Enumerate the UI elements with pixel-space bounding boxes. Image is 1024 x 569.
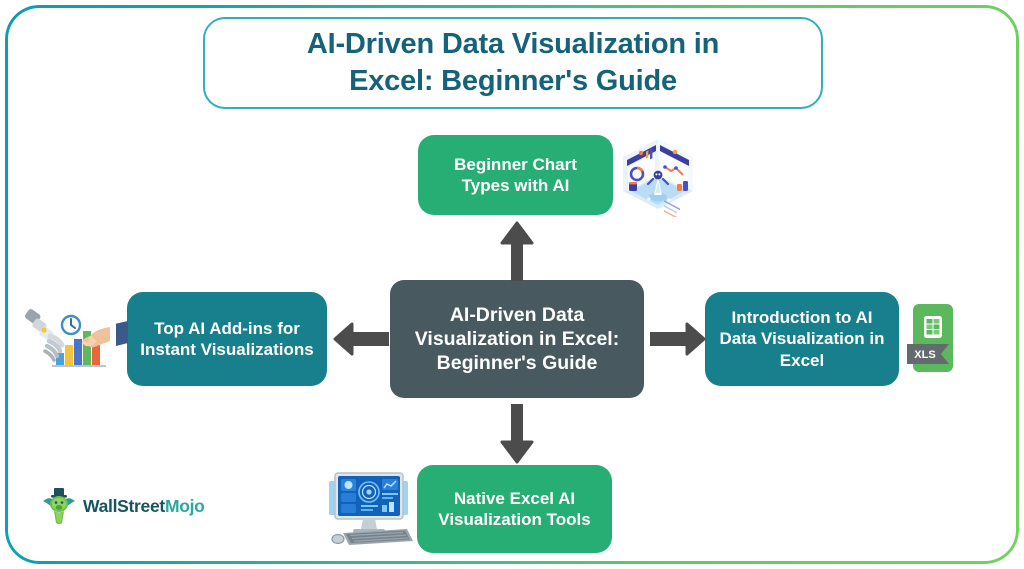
diagram-node-left[interactable]: Top AI Add-ins for Instant Visualization… bbox=[127, 292, 327, 386]
page-title-box: AI-Driven Data Visualization in Excel: B… bbox=[203, 17, 823, 109]
robot-hand-bar-chart-icon bbox=[24, 303, 128, 373]
diagram-node-top[interactable]: Beginner Chart Types with AI bbox=[418, 135, 613, 215]
arrow-up-icon bbox=[499, 221, 535, 281]
diagram-node-right[interactable]: Introduction to AI Data Visualization in… bbox=[705, 292, 899, 386]
desktop-computer-icon bbox=[325, 467, 419, 549]
page-title-line-2: Excel: Beginner's Guide bbox=[349, 65, 677, 97]
logo-text-mojo: Mojo bbox=[164, 495, 205, 516]
logo-wordmark: WallStreetMojo bbox=[83, 496, 205, 517]
page-title: AI-Driven Data Visualization in Excel: B… bbox=[307, 26, 719, 100]
logo-text-wallstreet: WallStreet bbox=[83, 495, 165, 516]
arrow-down-icon bbox=[499, 404, 535, 464]
diagram-node-bottom-label: Native Excel AI Visualization Tools bbox=[438, 488, 591, 529]
bull-mascot-icon bbox=[42, 487, 76, 525]
diagram-node-right-label: Introduction to AI Data Visualization in… bbox=[719, 308, 885, 370]
diagram-center-node[interactable]: AI-Driven Data Visualization in Excel: B… bbox=[390, 280, 644, 398]
arrow-left-icon bbox=[333, 322, 389, 356]
xls-badge-text: XLS bbox=[914, 349, 935, 361]
diagram-node-top-label: Beginner Chart Types with AI bbox=[454, 154, 577, 195]
arrow-right-icon bbox=[650, 322, 706, 356]
isometric-dashboard-icon bbox=[617, 137, 699, 217]
diagram-node-bottom[interactable]: Native Excel AI Visualization Tools bbox=[417, 465, 612, 553]
wallstreetmojo-logo[interactable]: WallStreetMojo bbox=[42, 487, 205, 525]
page-title-line-1: AI-Driven Data Visualization in bbox=[306, 27, 720, 60]
diagram-node-left-label: Top AI Add-ins for Instant Visualization… bbox=[140, 318, 314, 359]
excel-xls-file-icon: XLS bbox=[905, 302, 957, 376]
diagram-center-node-label: AI-Driven Data Visualization in Excel: B… bbox=[414, 303, 620, 375]
